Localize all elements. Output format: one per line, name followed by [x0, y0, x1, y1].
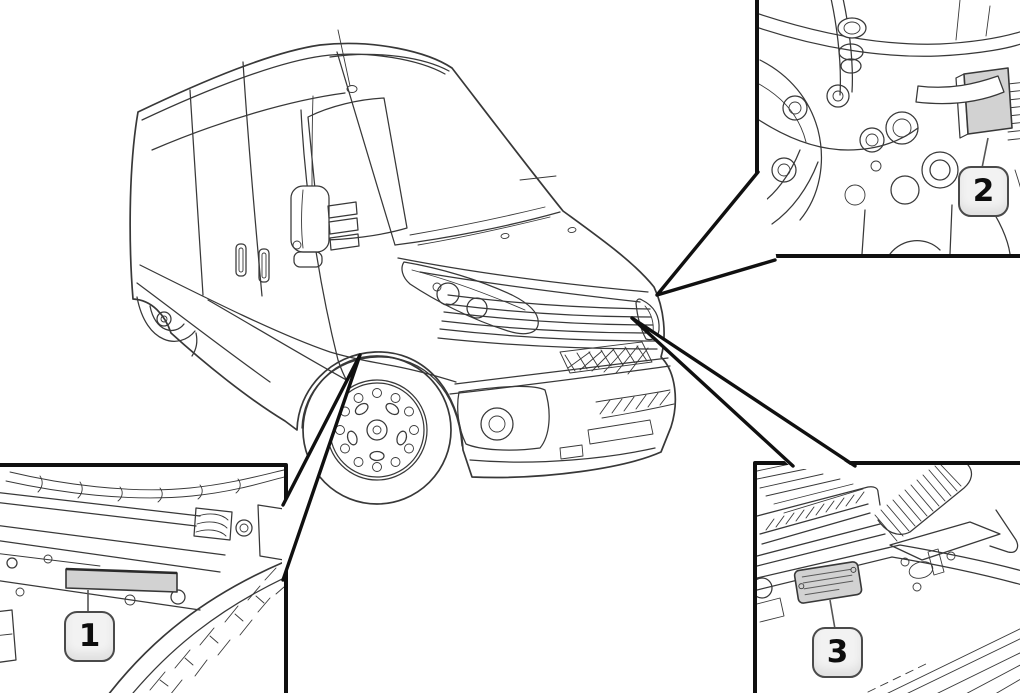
leader-line-3 [829, 599, 836, 630]
engine-plate-highlight [955, 67, 1013, 139]
leader-line-2 [981, 137, 989, 169]
callout-badge-3: 3 [812, 627, 863, 678]
engine-cover [757, 465, 881, 545]
side-mirror [290, 185, 360, 268]
corrugated-hose [874, 465, 973, 542]
antenna-leader-line [337, 29, 351, 87]
headlight-left [401, 261, 539, 335]
inset-engine-plate-detail [755, 0, 1020, 258]
front-bumper [449, 357, 675, 463]
inset-chassis-plate-detail [0, 463, 288, 693]
chassis-detail-art [0, 469, 284, 693]
callout-badge-2: 2 [958, 166, 1009, 217]
van-body-outline [129, 42, 677, 479]
engine-bay-detail-art [757, 465, 1020, 693]
data-plate-highlight [793, 561, 863, 604]
front-wheel [301, 355, 463, 505]
grille-bars [437, 294, 658, 350]
inset-data-plate-detail [753, 461, 1020, 693]
callout-badge-1: 1 [64, 611, 115, 662]
